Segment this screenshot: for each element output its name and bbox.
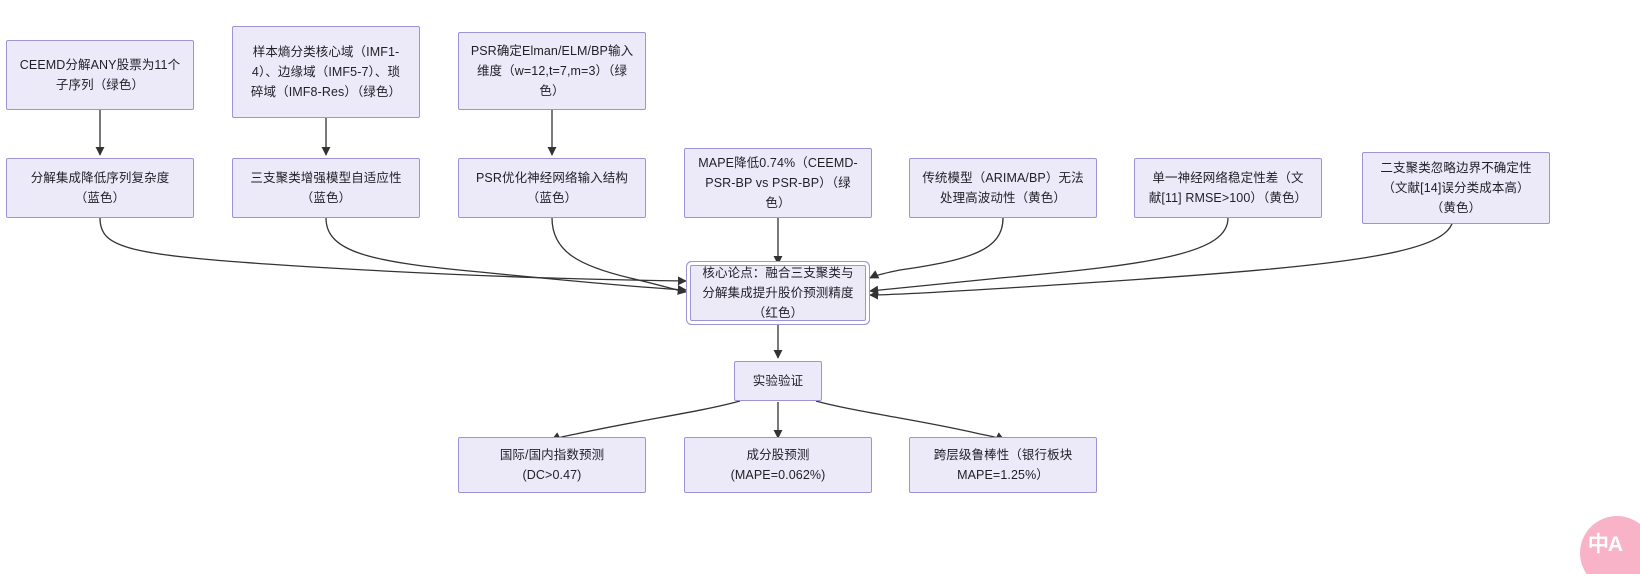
node-cross-level-robust[interactable]: 跨层级鲁棒性（银行板块 MAPE=1.25%）	[909, 437, 1097, 493]
node-ceemd-decompose[interactable]: CEEMD分解ANY股票为11个 子序列（绿色）	[6, 40, 194, 110]
node-single-nn[interactable]: 单一神经网络稳定性差（文 献[11] RMSE>100）（黄色）	[1134, 158, 1322, 218]
node-psr-dimension[interactable]: PSR确定Elman/ELM/BP输入 维度（w=12,t=7,m=3）（绿 色…	[458, 32, 646, 110]
node-label: 单一神经网络稳定性差（文 献[11] RMSE>100）（黄色）	[1148, 170, 1308, 205]
edge-cluster-to-core	[325, 217, 687, 295]
edge-experiment-to-index	[551, 400, 741, 441]
node-psr-optimize[interactable]: PSR优化神经网络输入结构 （蓝色）	[458, 158, 646, 218]
node-experiment[interactable]: 实验验证	[734, 361, 822, 401]
node-sample-entropy[interactable]: 样本熵分类核心域（IMF1- 4）、边缘域（IMF5-7）、琐 碎域（IMF8-…	[232, 26, 420, 118]
node-decompose-reduce[interactable]: 分解集成降低序列复杂度 （蓝色）	[6, 158, 194, 218]
node-label: MAPE降低0.74%（CEEMD- PSR-BP vs PSR-BP）（绿 色…	[698, 155, 858, 211]
edge-decompose-to-core	[99, 217, 687, 286]
node-label: PSR优化神经网络输入结构 （蓝色）	[475, 170, 628, 205]
edge-traditional-to-core	[869, 217, 1004, 279]
node-traditional-model[interactable]: 传统模型（ARIMA/BP）无法 处理高波动性（黄色）	[909, 158, 1097, 218]
node-label: 样本熵分类核心域（IMF1- 4）、边缘域（IMF5-7）、琐 碎域（IMF8-…	[250, 44, 402, 100]
edge-experiment-to-robust	[815, 400, 1005, 441]
node-label: 传统模型（ARIMA/BP）无法 处理高波动性（黄色）	[922, 170, 1084, 205]
node-label: PSR确定Elman/ELM/BP输入 维度（w=12,t=7,m=3）（绿 色…	[470, 43, 634, 99]
watermark-text: 中A	[1587, 533, 1623, 556]
node-label: 分解集成降低序列复杂度 （蓝色）	[30, 170, 170, 205]
node-label: CEEMD分解ANY股票为11个 子序列（绿色）	[19, 57, 181, 92]
node-component-forecast[interactable]: 成分股预测 (MAPE=0.062%)	[684, 437, 872, 493]
node-label: 实验验证	[752, 373, 804, 388]
watermark-badge: 中A	[1580, 516, 1640, 574]
node-core-claim[interactable]: 核心论点：融合三支聚类与 分解集成提升股价预测精度 （红色）	[690, 265, 866, 321]
edge-twoway-to-core	[869, 217, 1454, 300]
node-three-way-cluster[interactable]: 三支聚类增强模型自适应性 （蓝色）	[232, 158, 420, 218]
node-index-forecast[interactable]: 国际/国内指数预测 (DC>0.47)	[458, 437, 646, 493]
node-label: 二支聚类忽略边界不确定性 （文献[14]误分类成本高） （黄色）	[1380, 160, 1532, 216]
node-mape-drop[interactable]: MAPE降低0.74%（CEEMD- PSR-BP vs PSR-BP）（绿 色…	[684, 148, 872, 218]
edge-singlenn-to-core	[869, 217, 1229, 295]
node-label: 成分股预测 (MAPE=0.062%)	[730, 447, 826, 482]
node-label: 国际/国内指数预测 (DC>0.47)	[499, 447, 605, 482]
node-label: 跨层级鲁棒性（银行板块 MAPE=1.25%）	[933, 447, 1073, 482]
node-label: 三支聚类增强模型自适应性 （蓝色）	[250, 170, 402, 205]
node-two-way-cluster[interactable]: 二支聚类忽略边界不确定性 （文献[14]误分类成本高） （黄色）	[1362, 152, 1550, 224]
node-label: 核心论点：融合三支聚类与 分解集成提升股价预测精度 （红色）	[702, 265, 854, 321]
edge-psropt-to-core	[551, 217, 687, 295]
